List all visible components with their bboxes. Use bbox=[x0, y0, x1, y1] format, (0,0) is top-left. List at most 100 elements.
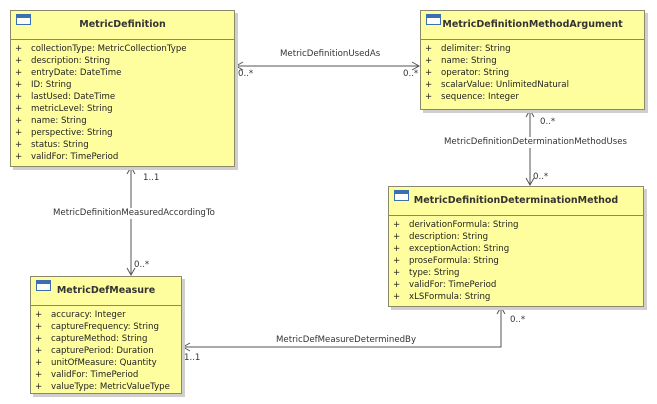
visibility-marker: + bbox=[35, 382, 43, 392]
visibility-marker: + bbox=[393, 280, 401, 290]
attribute-text: xLSFormula: String bbox=[409, 292, 491, 302]
attribute-row: +sequence: Integer bbox=[421, 91, 644, 103]
class-title: MetricDefMeasure bbox=[56, 285, 156, 296]
visibility-marker: + bbox=[35, 310, 43, 320]
visibility-marker: + bbox=[15, 104, 23, 114]
attribute-row: + collectionType: MetricCollectionType bbox=[11, 43, 234, 55]
visibility-marker: + bbox=[425, 56, 433, 66]
visibility-marker: + bbox=[35, 346, 43, 356]
attribute-text: name: String bbox=[441, 56, 497, 66]
attribute-row: + derivationFormula: String bbox=[389, 219, 643, 231]
visibility-marker: + bbox=[15, 128, 23, 138]
attribute-row: +captureFrequency: String bbox=[31, 321, 181, 333]
attribute-text: scalarValue: UnlimitedNatural bbox=[441, 80, 569, 90]
visibility-marker: + bbox=[393, 268, 401, 278]
attribute-row: +entryDate: DateTime bbox=[11, 67, 234, 79]
visibility-marker: + bbox=[393, 220, 401, 230]
attribute-text: entryDate: DateTime bbox=[31, 68, 122, 78]
attribute-row: + delimiter: String bbox=[421, 43, 644, 55]
attribute-row: + unitOfMeasure: Quantity bbox=[31, 357, 181, 369]
attribute-text: collectionType: MetricCollectionType bbox=[31, 44, 187, 54]
class-header: MetricDefinitionMethodArgument bbox=[421, 11, 644, 40]
determined-by-line bbox=[183, 307, 502, 348]
attribute-row: +proseFormula: String bbox=[389, 255, 643, 267]
visibility-marker: + bbox=[15, 92, 23, 102]
attribute-list: + delimiter: String + name: String + operator… bbox=[421, 40, 644, 103]
visibility-marker: + bbox=[35, 358, 43, 368]
attribute-text: delimiter: String bbox=[441, 44, 511, 54]
method-uses-arrow-top bbox=[525, 108, 535, 118]
class-header: MetricDefMeasure bbox=[31, 277, 181, 306]
used-as-arrow-left bbox=[234, 61, 244, 71]
attribute-text: description: String bbox=[409, 232, 489, 242]
multiplicity-method-uses-target: 0..* bbox=[533, 172, 549, 182]
class-def-measure[interactable]: MetricDefMeasure +accuracy: Integer+capt… bbox=[30, 276, 182, 394]
multiplicity-determined-source: 1..1 bbox=[184, 353, 201, 363]
attribute-row: +captureMethod: String bbox=[31, 333, 181, 345]
attribute-text: captureFrequency: String bbox=[51, 322, 159, 332]
visibility-marker: + bbox=[393, 244, 401, 254]
class-determination-method[interactable]: MetricDefinitionDeterminationMethod + der… bbox=[388, 186, 644, 307]
attribute-text: type: String bbox=[409, 268, 460, 278]
attribute-text: perspective: String bbox=[31, 128, 113, 138]
attribute-text: lastUsed: DateTime bbox=[31, 92, 116, 102]
attribute-row: + name: String bbox=[421, 55, 644, 67]
class-icon bbox=[394, 190, 409, 201]
visibility-marker: + bbox=[35, 370, 43, 380]
class-method-argument[interactable]: MetricDefinitionMethodArgument + delimite… bbox=[420, 10, 645, 110]
visibility-marker: + bbox=[425, 80, 433, 90]
attribute-row: +name: String bbox=[11, 115, 234, 127]
attribute-list: +accuracy: Integer+captureFrequency: Str… bbox=[31, 306, 181, 393]
visibility-marker: + bbox=[393, 256, 401, 266]
attribute-row: + xLSFormula: String bbox=[389, 291, 643, 303]
multiplicity-determined-target: 0..* bbox=[510, 315, 526, 325]
determined-by-arrow-left bbox=[181, 342, 191, 352]
attribute-row: + description: String bbox=[389, 231, 643, 243]
visibility-marker: + bbox=[393, 292, 401, 302]
visibility-marker: + bbox=[425, 68, 433, 78]
measured-according-arrow-bottom bbox=[126, 267, 136, 277]
attribute-list: + derivationFormula: String + description: … bbox=[389, 216, 643, 303]
class-title: MetricDefinitionDeterminationMethod bbox=[413, 195, 619, 206]
attribute-text: description: String bbox=[31, 56, 111, 66]
multiplicity-used-as-source: 0..* bbox=[238, 69, 254, 79]
attribute-text: accuracy: Integer bbox=[51, 310, 126, 320]
attribute-text: derivationFormula: String bbox=[409, 220, 519, 230]
attribute-row: + lastUsed: DateTime bbox=[11, 91, 234, 103]
attribute-text: unitOfMeasure: Quantity bbox=[51, 358, 157, 368]
attribute-text: validFor: TimePeriod bbox=[51, 370, 139, 380]
attribute-row: + valueType: MetricValueType bbox=[31, 381, 181, 393]
class-icon bbox=[16, 14, 31, 25]
visibility-marker: + bbox=[393, 232, 401, 242]
used-as-arrow-right bbox=[411, 61, 421, 71]
class-icon bbox=[36, 280, 51, 291]
attribute-text: metricLevel: String bbox=[31, 104, 113, 114]
attribute-text: status: String bbox=[31, 140, 89, 150]
attribute-text: operator: String bbox=[441, 68, 510, 78]
attribute-row: + perspective: String bbox=[11, 127, 234, 139]
attribute-text: validFor: TimePeriod bbox=[31, 152, 119, 162]
class-title: MetricDefinitionMethodArgument bbox=[442, 19, 623, 30]
determined-by-arrow-top bbox=[496, 305, 506, 315]
visibility-marker: + bbox=[425, 44, 433, 54]
class-header: MetricDefinitionDeterminationMethod bbox=[389, 187, 643, 216]
multiplicity-measured-source: 1..1 bbox=[143, 173, 160, 183]
method-uses-arrow-bottom bbox=[525, 177, 535, 187]
visibility-marker: + bbox=[15, 140, 23, 150]
attribute-text: name: String bbox=[31, 116, 87, 126]
attribute-text: ID: String bbox=[31, 80, 72, 90]
class-metric-definition[interactable]: MetricDefinition +collectionType: Metric… bbox=[10, 10, 235, 167]
attribute-row: + validFor: TimePeriod bbox=[31, 369, 181, 381]
attribute-row: + operator: String bbox=[421, 67, 644, 79]
visibility-marker: + bbox=[15, 56, 23, 66]
attribute-list: + collectionType: MetricCollectionType + de… bbox=[11, 40, 234, 163]
measured-according-arrow-top bbox=[126, 165, 136, 175]
attribute-text: validFor: TimePeriod bbox=[409, 280, 497, 290]
attribute-text: valueType: MetricValueType bbox=[51, 382, 170, 392]
multiplicity-used-as-target: 0..* bbox=[403, 69, 419, 79]
visibility-marker: + bbox=[15, 44, 23, 54]
association-label-measured-according-to: MetricDefinitionMeasuredAccordingTo bbox=[53, 208, 215, 219]
visibility-marker: + bbox=[15, 80, 23, 90]
association-label-determined-by: MetricDefMeasureDeterminedBy bbox=[276, 335, 417, 346]
attribute-row: + scalarValue: UnlimitedNatural bbox=[421, 79, 644, 91]
